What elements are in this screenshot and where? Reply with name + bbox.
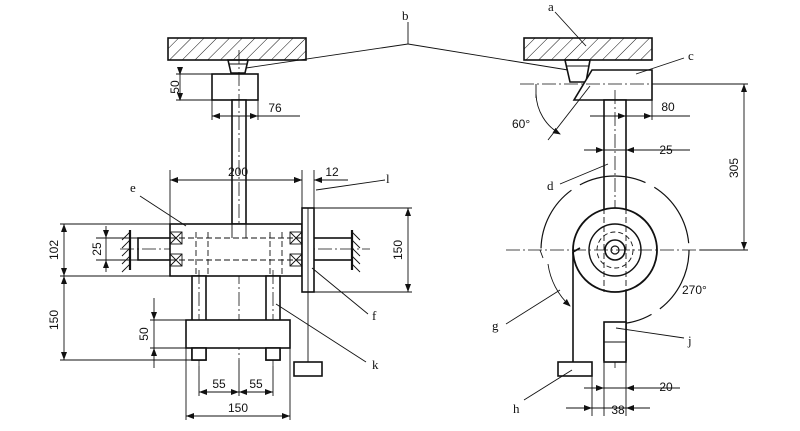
right-ceiling-slab xyxy=(523,37,653,61)
bracket-c xyxy=(572,69,653,101)
arc-270 xyxy=(547,263,571,307)
dim-76: 76 xyxy=(268,101,282,115)
leader-l xyxy=(315,179,386,191)
dim-150-right: 150 xyxy=(391,240,405,260)
label-e: e xyxy=(130,180,136,195)
rope-g-top xyxy=(572,247,581,253)
label-a: a xyxy=(548,0,554,14)
left-top-block xyxy=(211,73,259,101)
dim-150-left: 150 xyxy=(47,310,61,330)
left-wall-support xyxy=(121,230,132,273)
left-ceiling-slab xyxy=(167,37,307,61)
dim-80: 80 xyxy=(661,100,675,114)
dim-arrows xyxy=(199,389,273,395)
left-nozzle xyxy=(226,59,250,74)
left-view: 50 76 200 12 xyxy=(47,37,412,420)
label-k: k xyxy=(372,357,379,372)
dim-25-left: 25 xyxy=(90,242,104,256)
dim-12: 12 xyxy=(325,165,339,179)
dim-55-b: 55 xyxy=(249,377,263,391)
left-leg-2-lower xyxy=(265,347,281,361)
angle-60: 60° xyxy=(512,117,530,131)
label-f: f xyxy=(372,308,377,323)
dim-50-lower: 50 xyxy=(137,327,151,341)
leader-j xyxy=(615,327,685,339)
arc-60 xyxy=(535,93,561,135)
hanging-weight xyxy=(293,361,323,377)
angle-270: 270° xyxy=(682,283,707,297)
dim-38: 38 xyxy=(611,403,625,417)
leader-b-right xyxy=(407,43,569,71)
dim-25-right: 25 xyxy=(659,143,673,157)
arc-60-line xyxy=(547,85,591,141)
leader-c xyxy=(635,57,685,75)
leader-g xyxy=(505,289,561,325)
leader-a xyxy=(554,11,587,47)
leader-e xyxy=(139,195,187,227)
bearing-left-bottom xyxy=(169,253,183,267)
label-l: l xyxy=(386,171,390,186)
left-base-plate xyxy=(185,319,291,349)
label-g: g xyxy=(492,318,499,333)
left-housing xyxy=(169,223,303,277)
dim-20: 20 xyxy=(659,380,673,394)
arc-start xyxy=(539,249,544,259)
leader-h xyxy=(523,369,573,401)
dim-arrows xyxy=(103,230,109,268)
dim-102: 102 xyxy=(47,240,61,260)
leader-d xyxy=(559,163,609,185)
shared-label-b: b xyxy=(245,8,569,71)
leader-b-left xyxy=(245,43,409,69)
dim-150-bottom: 150 xyxy=(228,401,248,415)
dim-arrows xyxy=(596,385,634,391)
right-wall-support xyxy=(350,230,361,273)
dim-arrows xyxy=(294,177,322,183)
left-leg-1-lower xyxy=(191,347,207,361)
dim-55-a: 55 xyxy=(212,377,226,391)
label-c: c xyxy=(688,48,694,63)
label-h: h xyxy=(513,401,520,416)
dim-305: 305 xyxy=(727,158,741,178)
dim-200: 200 xyxy=(228,165,248,179)
bearing-left-top xyxy=(169,231,183,245)
right-view: 80 25 305 20 38 60° 270° a c d g xyxy=(492,0,748,417)
label-j: j xyxy=(687,333,692,348)
label-d: d xyxy=(547,178,554,193)
dim-arrows xyxy=(596,147,634,153)
leader-f xyxy=(311,267,369,315)
weight-h xyxy=(557,361,593,377)
dim-arrows xyxy=(618,113,652,119)
label-b: b xyxy=(402,8,409,23)
leader-k xyxy=(275,303,367,363)
dim-50-top: 50 xyxy=(168,80,182,94)
